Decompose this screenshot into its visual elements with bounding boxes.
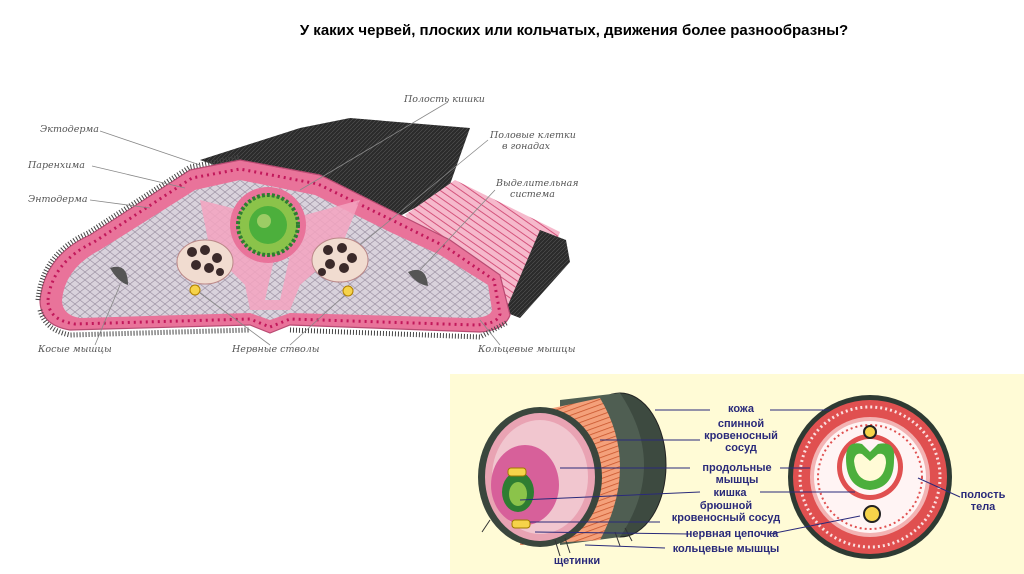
- label-skin: кожа: [708, 403, 774, 415]
- label-body-cavity: полость тела: [955, 489, 1011, 513]
- label-ventral-vessel: брюшной кровеносный сосуд: [660, 500, 792, 524]
- label-nerve-chain: нервная цепочка: [676, 528, 788, 540]
- label-bristles: щетинки: [540, 555, 614, 567]
- label-dorsal-vessel: спинной кровеносный сосуд: [694, 418, 788, 454]
- label-gut: кишка: [700, 487, 760, 499]
- label-longitudinal-muscles: продольные мышцы: [690, 462, 784, 486]
- annelid-cross-section: [788, 395, 952, 559]
- label-ring-muscles-annelid: кольцевые мышцы: [664, 543, 788, 555]
